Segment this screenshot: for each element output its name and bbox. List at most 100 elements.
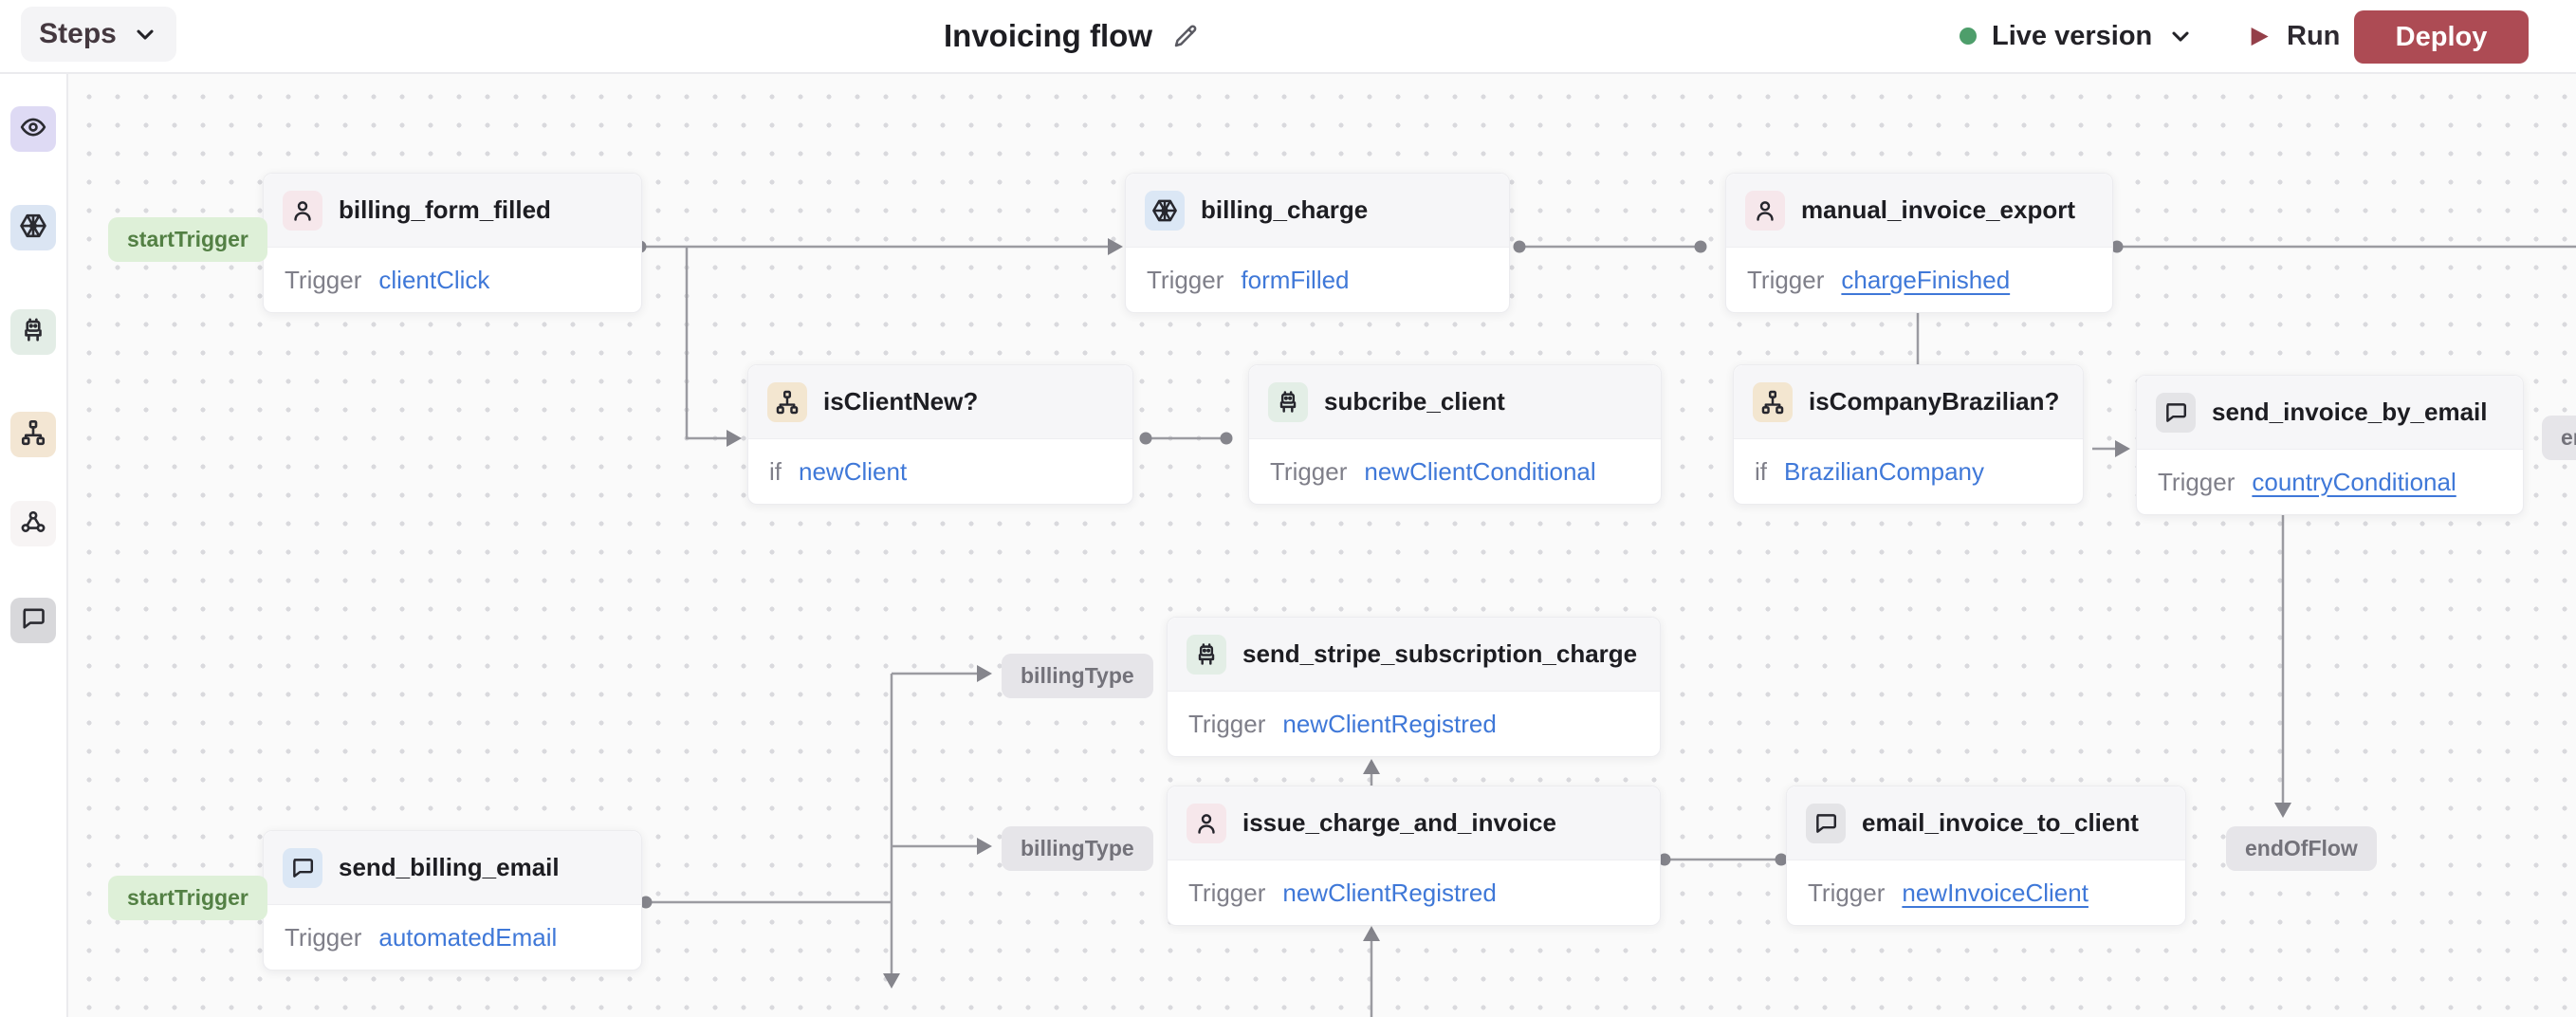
node-trigger-link[interactable]: newClientRegistred	[1282, 709, 1497, 738]
chevron-down-icon	[2172, 31, 2189, 42]
chevron-down-icon	[137, 29, 154, 40]
node-header: billing_form_filled	[264, 174, 641, 248]
badge-startTrigger: startTrigger	[108, 217, 267, 262]
sidebar-step-type-sitemap[interactable]	[10, 412, 56, 457]
sitemap-icon	[767, 381, 807, 422]
step-types-sidebar	[0, 74, 68, 1017]
run-button[interactable]: Run	[2246, 0, 2340, 72]
node-title: subcribe_client	[1324, 387, 1505, 416]
person-icon	[1187, 803, 1226, 843]
badge-billingType: billingType	[1002, 654, 1153, 698]
chat-icon	[2156, 392, 2196, 433]
steps-button[interactable]: Steps	[21, 7, 176, 62]
node-trigger-link[interactable]: newClientRegistred	[1282, 878, 1497, 907]
wheel-icon	[1145, 190, 1185, 231]
edit-title-pencil-icon[interactable]	[1171, 22, 1200, 50]
node-title: send_invoice_by_email	[2212, 398, 2488, 426]
node-title: issue_charge_and_invoice	[1242, 808, 1556, 837]
live-version-label: Live version	[1992, 20, 2153, 51]
flow-node-isClientNew[interactable]: isClientNew? if newClient	[747, 364, 1133, 505]
node-trigger-link[interactable]: newClientConditional	[1364, 456, 1596, 486]
node-trigger-label: Trigger	[1147, 265, 1224, 294]
edge-arrowhead-icon	[727, 430, 742, 447]
node-trigger-link[interactable]: countryConditional	[2252, 467, 2456, 496]
edge-handle-dot[interactable]	[1513, 240, 1526, 253]
live-version-dropdown[interactable]: Live version	[1960, 0, 2194, 72]
node-trigger-link[interactable]: chargeFinished	[1841, 265, 2011, 294]
node-trigger-link[interactable]: newInvoiceClient	[1902, 878, 2088, 907]
live-status-dot-icon	[1960, 28, 1977, 45]
sidebar-step-type-chat[interactable]	[10, 598, 56, 643]
node-trigger-link[interactable]: formFilled	[1241, 265, 1350, 294]
node-title: billing_charge	[1201, 195, 1369, 224]
person-icon	[283, 190, 322, 231]
node-trigger-link[interactable]: newClient	[799, 456, 908, 486]
run-button-label: Run	[2287, 20, 2341, 51]
robot-icon	[19, 316, 47, 349]
node-header: issue_charge_and_invoice	[1168, 786, 1660, 860]
person-icon	[1745, 190, 1785, 231]
edge-handle-dot[interactable]	[1694, 240, 1707, 253]
edge-form-filled-to-is-client-new	[685, 247, 730, 440]
node-title: isCompanyBrazilian?	[1809, 387, 2060, 416]
node-title: email_invoice_to_client	[1862, 808, 2139, 837]
edge-billing-email-branch	[646, 672, 981, 977]
edge-handle-dot[interactable]	[1658, 853, 1671, 866]
node-header: billing_charge	[1126, 174, 1509, 248]
edge-handle-dot[interactable]	[2110, 240, 2124, 253]
sidebar-step-type-robot[interactable]	[10, 309, 56, 355]
deploy-button[interactable]: Deploy	[2354, 10, 2529, 64]
node-trigger-link[interactable]: BrazilianCompany	[1784, 456, 1984, 486]
topbar: Steps Invoicing flow Live version Run De…	[0, 0, 2576, 74]
node-header: subcribe_client	[1249, 365, 1661, 439]
edge-arrowhead-icon	[883, 973, 900, 989]
page-title: Invoicing flow	[944, 18, 1152, 53]
node-header: isCompanyBrazilian?	[1734, 365, 2083, 439]
play-icon	[2251, 27, 2269, 46]
edge-arrowhead-icon	[977, 838, 992, 855]
edge-handle-dot[interactable]	[1139, 432, 1152, 445]
sidebar-step-type-webhook[interactable]	[10, 501, 56, 546]
edge-handle-dot[interactable]	[1220, 432, 1233, 445]
wheel-icon	[19, 212, 47, 245]
node-trigger-label: Trigger	[285, 265, 362, 294]
node-trigger-label: if	[769, 456, 782, 486]
node-header: send_invoice_by_email	[2137, 376, 2523, 450]
sidebar-step-type-eye[interactable]	[10, 106, 56, 152]
node-trigger-link[interactable]: clientClick	[378, 265, 490, 294]
sitemap-icon	[1753, 381, 1793, 422]
node-header: manual_invoice_export	[1726, 174, 2112, 248]
edge-handle-dot[interactable]	[639, 896, 653, 909]
edge-arrowhead-icon	[1363, 759, 1380, 774]
edge-arrowhead-icon	[1108, 238, 1123, 255]
sidebar-step-type-wheel[interactable]	[10, 205, 56, 250]
chat-icon	[283, 847, 322, 888]
edge-handle-dot[interactable]	[1775, 853, 1788, 866]
node-trigger-link[interactable]: automatedEmail	[378, 922, 558, 952]
robot-icon	[1268, 381, 1308, 422]
node-trigger-label: Trigger	[1808, 878, 1886, 907]
flow-title-wrap: Invoicing flow	[854, 0, 1290, 72]
steps-button-label: Steps	[39, 18, 117, 49]
badge-billingType: billingType	[1002, 826, 1153, 871]
node-title: manual_invoice_export	[1801, 195, 2075, 224]
node-header: isClientNew?	[748, 365, 1132, 439]
node-title: send_billing_email	[339, 853, 560, 881]
